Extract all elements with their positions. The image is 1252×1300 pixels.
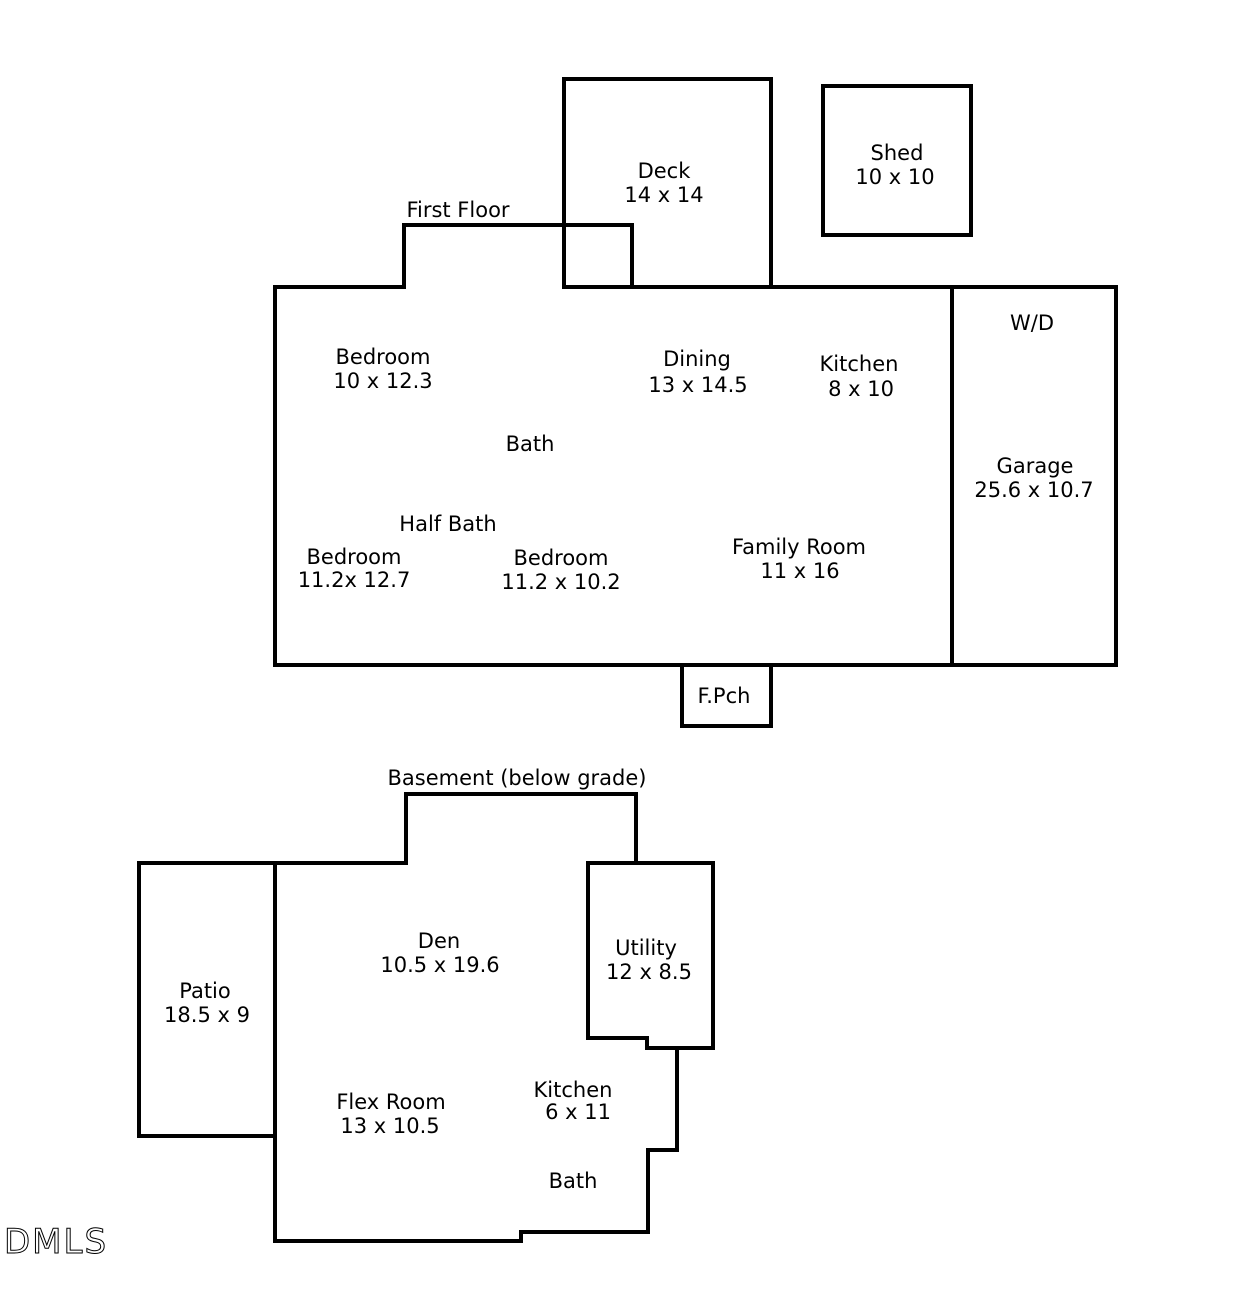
dmls-logo: DMLS	[4, 1222, 108, 1262]
family-room-size: 11 x 16	[760, 559, 839, 583]
patio-name: Patio	[179, 979, 231, 1003]
basement-kitchen-name: Kitchen	[534, 1078, 613, 1102]
first-floor-title: First Floor	[406, 198, 509, 222]
first-floor-outline	[273, 223, 954, 667]
wd-label: W/D	[1010, 311, 1054, 335]
dining-name: Dining	[663, 347, 731, 371]
bath-label: Bath	[506, 432, 555, 456]
bedroom-2-name: Bedroom	[307, 545, 402, 569]
utility-size: 12 x 8.5	[606, 960, 692, 984]
bedroom-3-name: Bedroom	[514, 546, 609, 570]
patio-size: 18.5 x 9	[164, 1003, 250, 1027]
kitchen-name: Kitchen	[820, 352, 899, 376]
deck-outline	[562, 77, 773, 289]
family-room-name: Family Room	[732, 535, 866, 559]
half-bath-label: Half Bath	[399, 512, 496, 536]
front-porch-label: F.Pch	[698, 684, 751, 708]
utility-outline	[586, 861, 715, 1050]
flex-room-name: Flex Room	[336, 1090, 445, 1114]
kitchen-size: 8 x 10	[828, 377, 894, 401]
deck-name: Deck	[638, 159, 692, 183]
basement-bath-label: Bath	[549, 1169, 598, 1193]
shed-name: Shed	[871, 141, 924, 165]
garage-outline	[950, 285, 1118, 667]
den-size: 10.5 x 19.6	[380, 953, 499, 977]
shed-size: 10 x 10	[855, 165, 934, 189]
basement-kitchen-size: 6 x 11	[545, 1100, 611, 1124]
bedroom-2-size: 11.2x 12.7	[298, 568, 411, 592]
patio-outline	[137, 861, 277, 1138]
garage-name: Garage	[997, 454, 1074, 478]
bedroom-1-name: Bedroom	[336, 345, 431, 369]
basement-title: Basement (below grade)	[388, 766, 647, 790]
dining-size: 13 x 14.5	[648, 373, 747, 397]
deck-size: 14 x 14	[624, 183, 703, 207]
front-porch-outline	[680, 663, 773, 728]
bedroom-3-size: 11.2 x 10.2	[501, 570, 620, 594]
bedroom-1-size: 10 x 12.3	[333, 369, 432, 393]
den-name: Den	[418, 929, 460, 953]
shed-outline	[821, 84, 973, 237]
garage-size: 25.6 x 10.7	[974, 478, 1093, 502]
utility-name: Utility	[615, 936, 677, 960]
flex-room-size: 13 x 10.5	[340, 1114, 439, 1138]
